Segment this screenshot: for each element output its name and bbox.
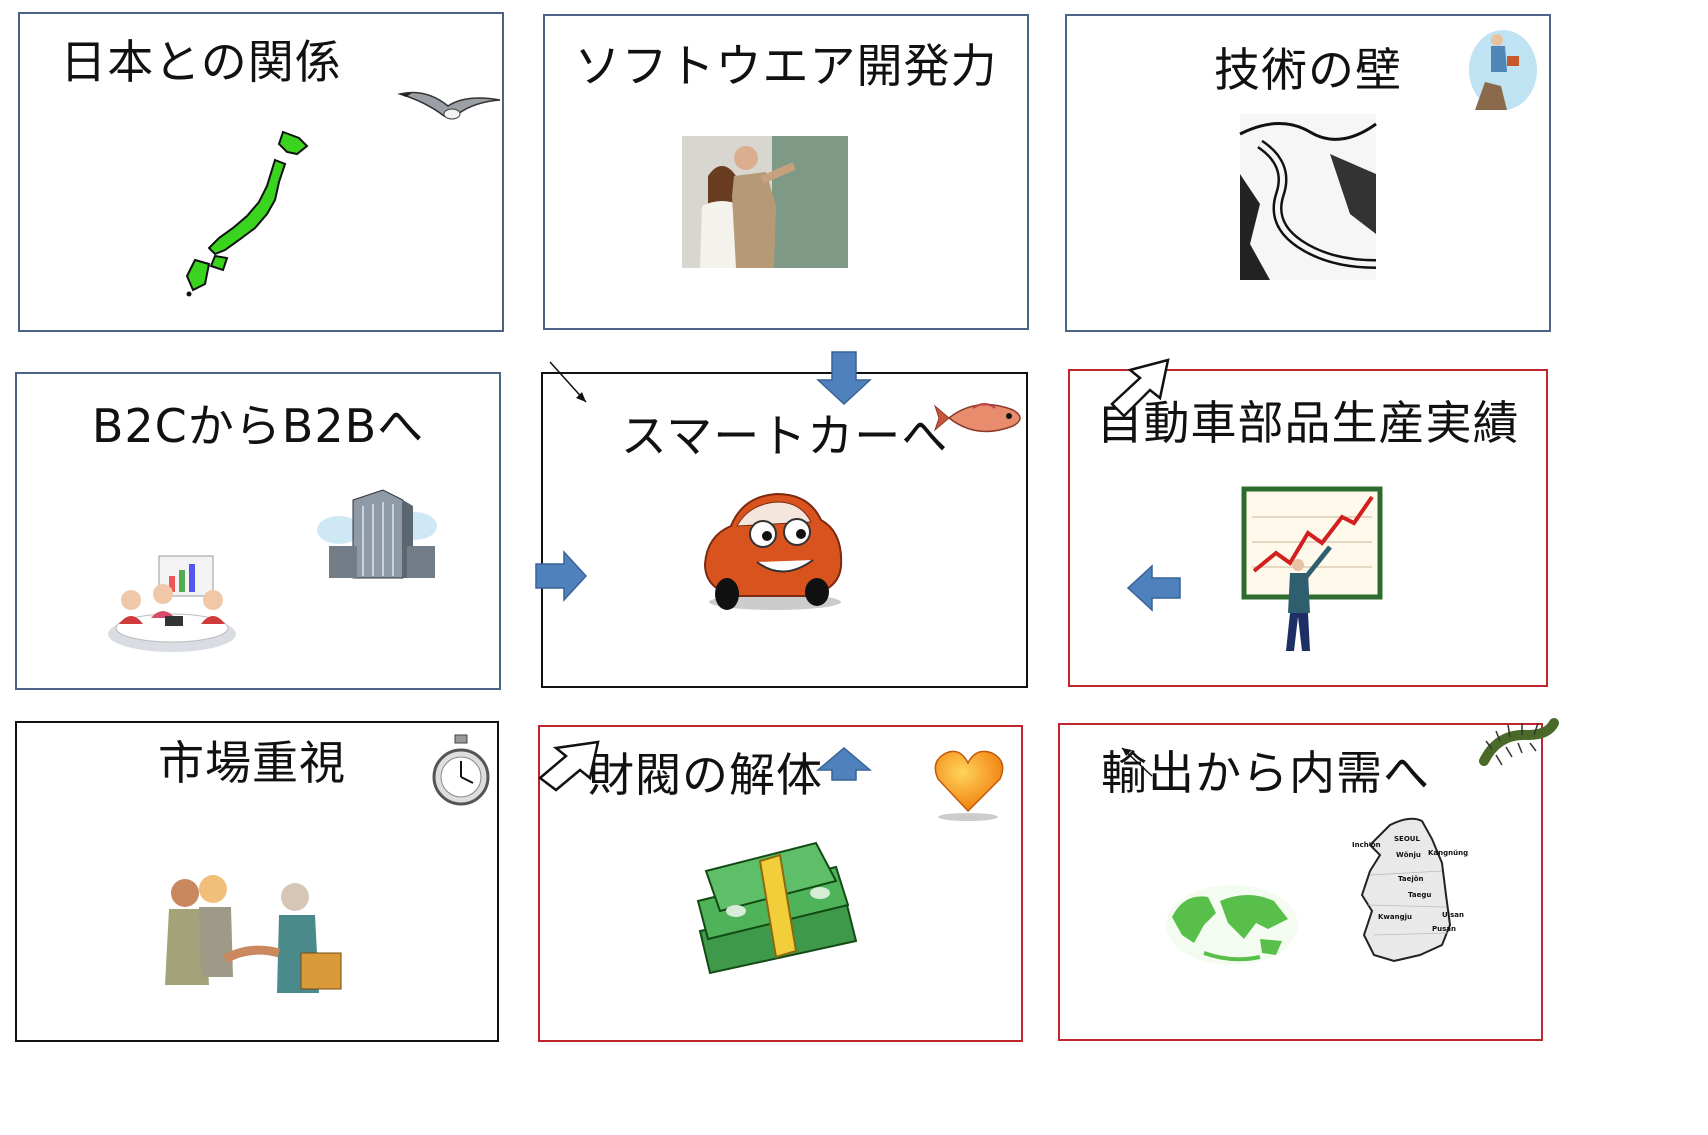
box-export-to-domestic: 輸出から内需へ SEOUL Inch'on Wŏnju Kangn (1058, 723, 1543, 1041)
cartoon-car-icon (697, 486, 847, 612)
box-title: 市場重視 (7, 727, 497, 793)
map-label: SEOUL (1394, 835, 1420, 843)
fish-icon (933, 396, 1029, 442)
korea-map-icon: SEOUL Inch'on Wŏnju Kangnŭng Taejŏn Taeg… (1350, 815, 1474, 967)
meeting-icon (103, 554, 241, 654)
map-label: Inch'on (1352, 841, 1381, 849)
box-title: ソフトウエア開発力 (545, 30, 1027, 96)
heart-icon (930, 747, 1008, 823)
map-label: Ulsan (1442, 911, 1464, 919)
handshake-icon (155, 873, 351, 999)
hiker-icon (1467, 26, 1539, 112)
growth-chart-icon (1242, 487, 1382, 659)
box-tech-wall: 技術の壁 (1065, 14, 1551, 332)
stopwatch-icon (431, 733, 491, 809)
map-label: Taejŏn (1398, 875, 1424, 883)
map-label: Kangnŭng (1428, 849, 1468, 857)
box-title: 輸出から内需へ (1050, 737, 1481, 803)
box-auto-parts-production: 自動車部品生産実績 (1068, 369, 1548, 687)
seagull-icon (396, 80, 506, 130)
box-title: 日本との関係 (10, 26, 392, 92)
office-building-icon (317, 486, 437, 582)
japan-map-icon (175, 124, 325, 299)
box-title: B2CからB2Bへ (17, 390, 499, 456)
map-label: Kwangju (1378, 913, 1412, 921)
box-smart-car: スマートカーへ (541, 372, 1028, 688)
box-software-power: ソフトウエア開発力 (543, 14, 1029, 330)
box-b2c-to-b2b: B2CからB2Bへ (15, 372, 501, 690)
map-label: Pusan (1432, 925, 1456, 933)
centipede-icon (1478, 713, 1558, 771)
teacher-students-photo (682, 136, 848, 268)
great-wall-icon (1240, 114, 1376, 280)
money-stack-icon (696, 841, 858, 981)
box-title: 自動車部品生産実績 (1070, 387, 1546, 453)
map-label: Taegu (1408, 891, 1431, 899)
map-label: Wŏnju (1396, 851, 1421, 859)
world-map-icon (1164, 883, 1300, 967)
box-title: 財閥の解体 (530, 739, 881, 805)
box-market-focus: 市場重視 (15, 721, 499, 1042)
box-zaibatsu-dissolution: 財閥の解体 (538, 725, 1023, 1042)
box-japan-relation: 日本との関係 (18, 12, 504, 332)
